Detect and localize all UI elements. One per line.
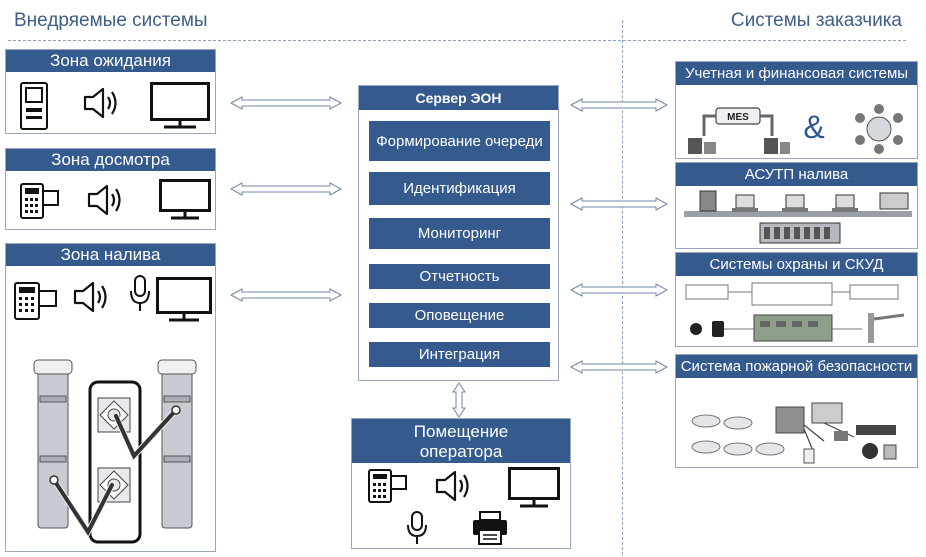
zone-inspection: Зона досмотра [5, 148, 216, 230]
customer-asutp-title: АСУТП налива [676, 163, 917, 186]
tank-right [157, 359, 197, 529]
monitor-icon [150, 82, 210, 129]
microphone-icon [407, 511, 427, 544]
heading-customer-systems: Системы заказчика [730, 10, 902, 31]
network-topology-illustration [684, 190, 912, 244]
arrow-filling-server [230, 288, 342, 302]
arrow-server-security [570, 283, 668, 297]
function-queue: Формирование очереди [369, 121, 550, 161]
zone-inspection-title: Зона досмотра [6, 149, 215, 171]
speaker-icon [435, 470, 469, 502]
zone-filling-title: Зона налива [6, 244, 215, 266]
customer-security-system: Системы охраны и СКУД [675, 252, 918, 347]
customer-fire-system: Система пожарной безопасности [675, 354, 918, 468]
function-reporting: Отчетность [369, 264, 550, 289]
card-reader-icon [14, 282, 57, 320]
microphone-icon [130, 275, 150, 311]
function-integration: Интеграция [369, 342, 550, 367]
arrow-inspection-server [230, 182, 342, 196]
function-monitoring: Мониторинг [369, 218, 550, 249]
divider-horizontal [8, 40, 906, 41]
monitor-icon [159, 179, 211, 220]
ampersand-label: & [803, 109, 824, 145]
speaker-icon [73, 281, 107, 313]
monitor-icon [508, 467, 560, 508]
arrow-waiting-server [230, 96, 342, 110]
arrow-server-operator [452, 382, 466, 418]
process-cycle-illustration [855, 104, 903, 154]
arrow-server-asutp [570, 197, 668, 211]
customer-security-title: Системы охраны и СКУД [676, 253, 917, 276]
speaker-icon [83, 87, 117, 119]
mes-label: MES [727, 112, 749, 123]
server-title: Сервер ЭОН [359, 86, 558, 110]
ampersand-symbol: & [803, 109, 824, 145]
fire-alarm-illustration [691, 402, 897, 464]
card-reader-icon [20, 183, 59, 219]
operator-room: Помещение оператора [351, 418, 571, 549]
access-control-illustration [685, 282, 905, 343]
arrow-server-accounting [570, 98, 668, 112]
customer-accounting-system: Учетная и финансовая системы MES & [675, 61, 918, 159]
customer-accounting-title: Учетная и финансовая системы [676, 62, 917, 85]
server-eon: Сервер ЭОН Формирование очереди Идентифи… [358, 85, 559, 381]
heading-implemented-systems: Внедряемые системы [14, 10, 208, 31]
zone-filling: Зона налива [5, 243, 216, 552]
function-identification: Идентификация [369, 172, 550, 205]
customer-fire-title: Система пожарной безопасности [676, 355, 917, 378]
kiosk-terminal-icon [20, 82, 48, 130]
card-reader-icon [368, 469, 407, 503]
monitor-icon [156, 277, 212, 322]
loading-rack-illustration [33, 359, 197, 544]
zone-waiting: Зона ожидания [5, 49, 216, 134]
customer-asutp-system: АСУТП налива [675, 162, 918, 249]
operator-room-title: Помещение оператора [352, 419, 570, 463]
mes-diagram-illustration: MES [688, 107, 790, 154]
speaker-icon [87, 184, 121, 216]
zone-waiting-title: Зона ожидания [6, 50, 215, 72]
printer-icon [473, 511, 507, 545]
arrow-server-fire [570, 360, 668, 374]
function-notification: Оповещение [369, 303, 550, 328]
